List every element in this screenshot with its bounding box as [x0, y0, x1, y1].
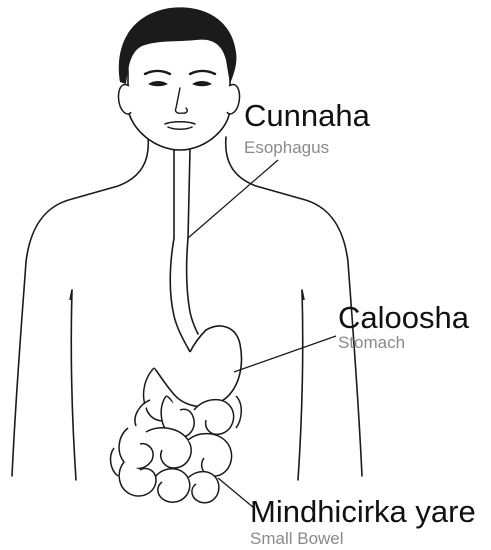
ear-left [118, 85, 131, 114]
head [118, 7, 239, 150]
stomach-label-secondary: Stomach [338, 334, 405, 351]
small-bowel-label-primary: Mindhicirka yare [250, 496, 476, 527]
esophagus-tube [170, 150, 198, 352]
esophagus-label-secondary: Esophagus [244, 139, 329, 156]
stomach-leader-line [234, 336, 336, 372]
esophagus-leader-line [188, 160, 278, 238]
stomach-label-primary: Caloosha [338, 302, 469, 333]
esophagus-label-primary: Cunnaha [244, 100, 370, 131]
small-bowel-label-secondary: Small Bowel [250, 530, 344, 547]
stomach-shape [154, 326, 241, 406]
ear-right [227, 85, 240, 114]
small-bowel-leader-line [218, 478, 254, 508]
